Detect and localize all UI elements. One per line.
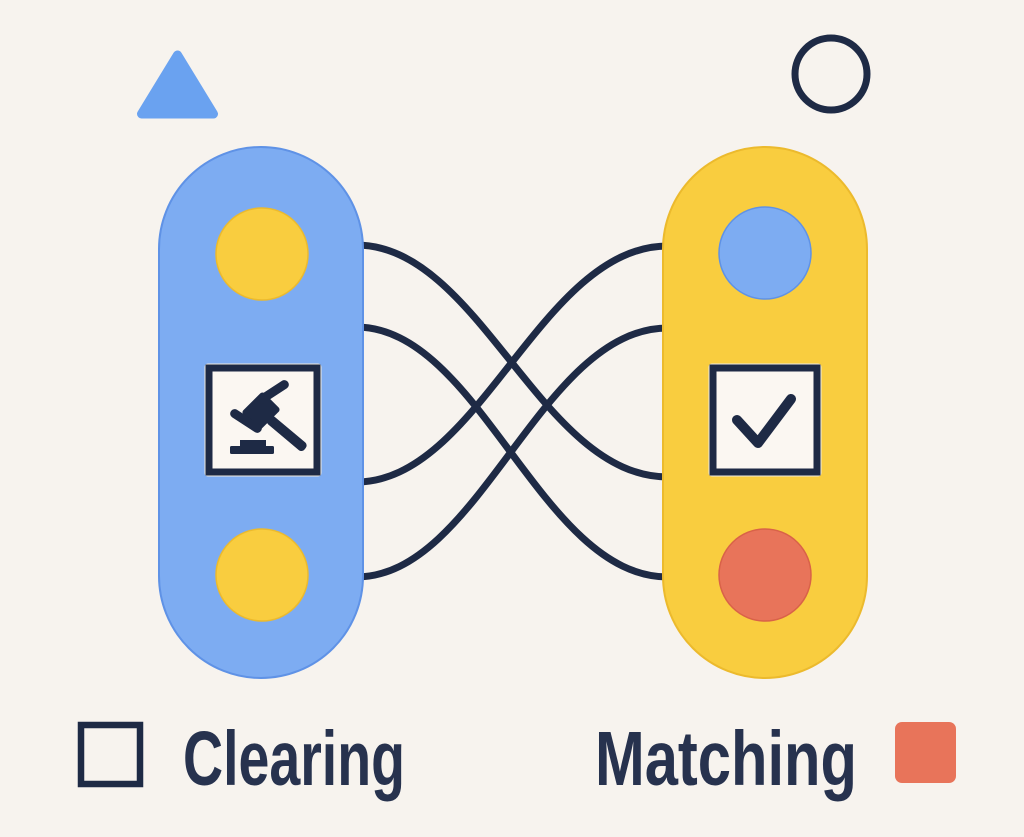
circle-outline-icon [791, 34, 871, 114]
gavel-handle [266, 415, 307, 452]
gavel-base [230, 446, 274, 454]
pill-right-top-dot [718, 206, 812, 300]
connection-line-4 [352, 324, 672, 581]
connection-lines [352, 241, 672, 581]
pill-left-top-dot [215, 207, 309, 301]
connection-line-3 [352, 242, 672, 486]
legend-matching-label: Matching [595, 716, 857, 802]
pill-right-bottom-dot [718, 528, 812, 622]
gavel-cap-bottom [230, 409, 262, 433]
triangle-icon [137, 50, 218, 119]
legend-clearing-label: Clearing [183, 716, 405, 802]
pill-right [662, 146, 868, 679]
gavel-icon [230, 380, 307, 454]
pill-left [158, 146, 364, 679]
legend-square-outline-icon [77, 721, 144, 788]
pill-left-bottom-dot [215, 528, 309, 622]
check-icon [732, 394, 796, 448]
check-box [709, 364, 821, 476]
legend-square-filled-icon [895, 722, 956, 783]
gavel-cap-top [257, 380, 289, 404]
legend: Clearing Matching [77, 716, 956, 802]
gavel-base-step [240, 440, 266, 448]
